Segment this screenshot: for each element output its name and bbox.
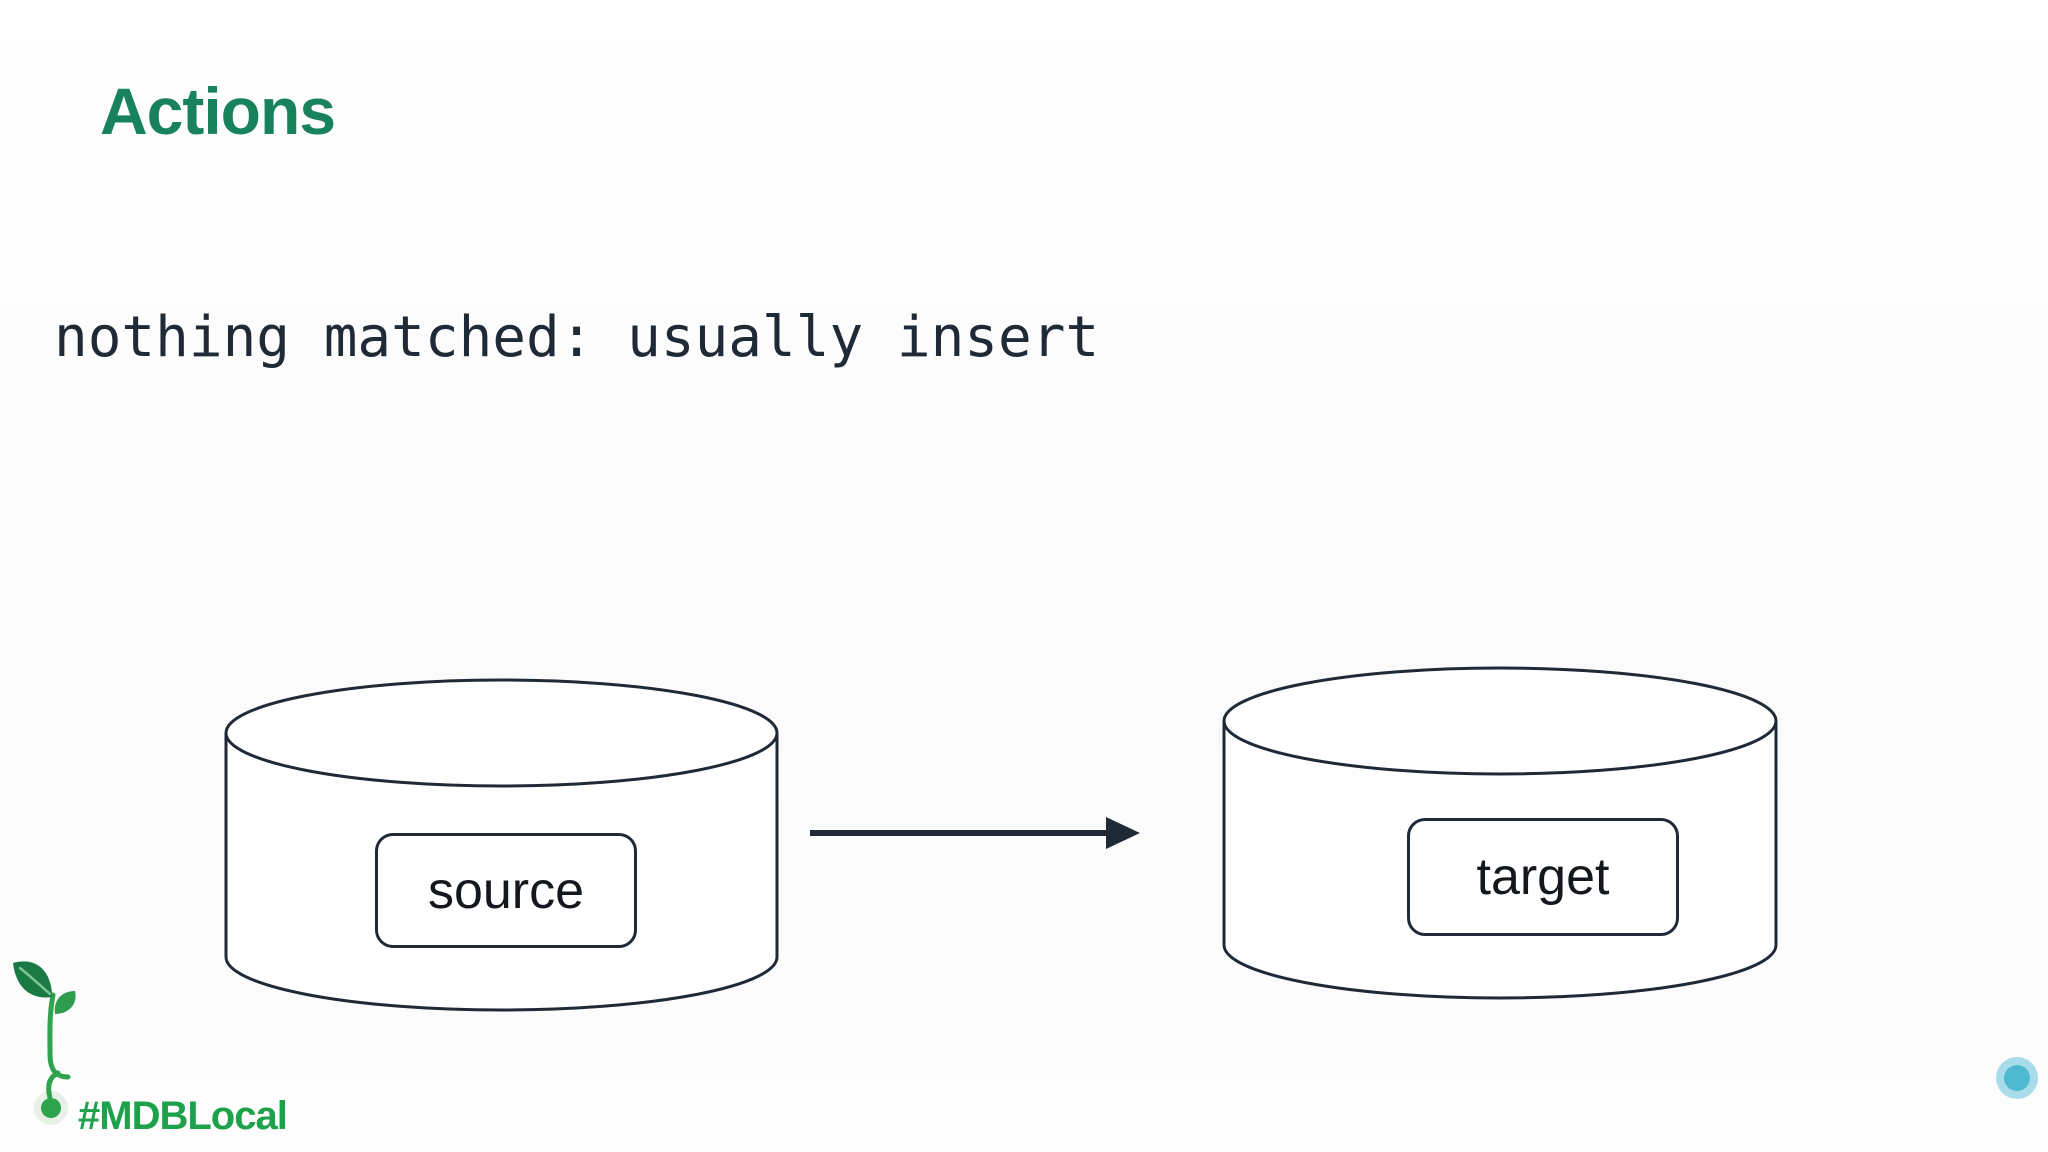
hashtag-label: #MDBLocal xyxy=(78,1094,288,1138)
source-node-label: source xyxy=(375,833,637,948)
target-node-label-text: target xyxy=(1476,848,1610,906)
target-node-label: target xyxy=(1407,818,1679,936)
flow-arrow-icon xyxy=(810,817,1140,849)
teal-dot-icon xyxy=(1996,1057,2038,1099)
code-annotation: nothing matched: usually insert xyxy=(54,305,1100,370)
sprout-icon xyxy=(13,961,76,1125)
page-title: Actions xyxy=(100,74,336,148)
source-node-label-text: source xyxy=(427,861,585,920)
